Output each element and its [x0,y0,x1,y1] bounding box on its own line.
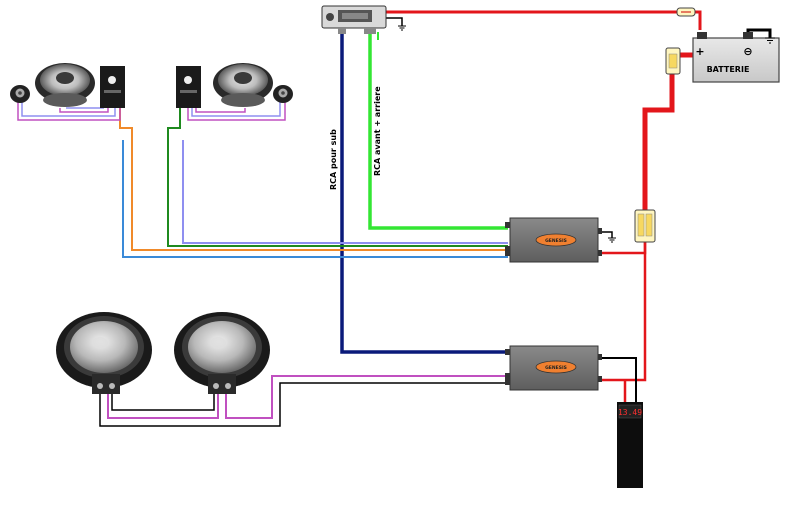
main-fuse-icon [665,47,681,75]
voltmeter-display: 13.49 [618,408,642,417]
tweeter-icon [10,85,30,103]
rca-sub-wire [340,30,508,354]
amplifier-front: GENESIS [505,217,602,263]
capacitor-icon: 13.49 [617,402,643,488]
rca-sub-label: RCA pour sub [329,129,338,190]
fuse-icon [676,7,696,17]
speaker-wires-right [167,100,508,247]
rca-front-rear-wire [368,32,508,230]
speaker-icon [35,63,95,107]
subwoofer-wires [99,375,508,427]
battery-plus-label: + [695,45,704,58]
speaker-icon-right [213,63,273,107]
speaker-wires-left [17,100,508,258]
amp2-power-wire [600,240,647,382]
head-unit-ground-wire [386,17,403,26]
amplifier-sub: GENESIS [505,345,602,391]
crossover-icon-right [176,66,201,108]
ground-icon [398,25,406,31]
amp2-brand: GENESIS [545,365,567,371]
amp1-brand: GENESIS [545,238,567,244]
rca-front-rear-label: RCA avant + arriere [373,86,382,176]
battery-icon: + ⊖ BATTERIE [692,32,780,83]
crossover-icon [100,66,125,108]
subwoofer-icon-right [174,312,270,394]
power-wires [386,10,703,402]
subwoofer-icon [56,312,152,394]
amp1-ground-icon [608,237,616,243]
amp1-ground-wire [600,231,613,238]
head-unit-power-wire [386,10,702,30]
distribution-fuse-block [634,209,656,243]
battery-minus-label: ⊖ [743,45,752,58]
head-unit [321,5,387,34]
tweeter-icon-right [273,85,293,103]
battery-label: BATTERIE [707,65,750,74]
battery-ground-icon [765,37,775,44]
